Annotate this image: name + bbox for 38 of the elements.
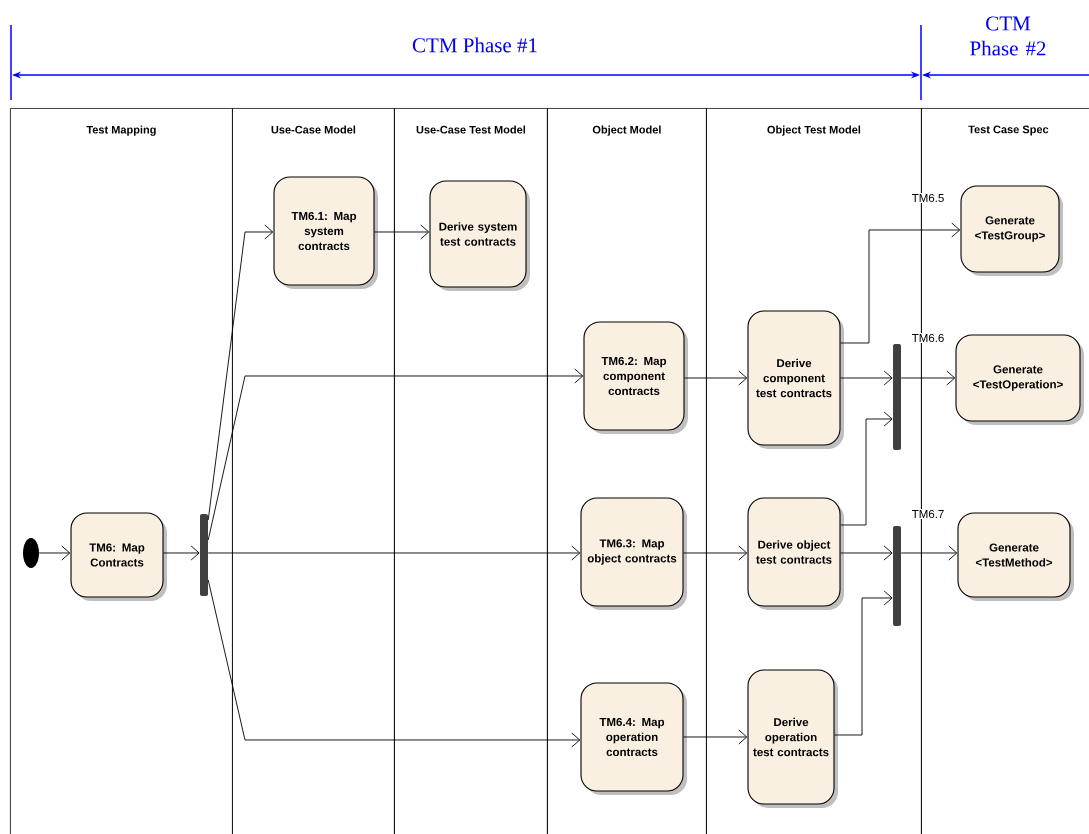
edge-label: TM6.5 [910, 192, 946, 204]
step-label: TM6.6 [910, 332, 946, 344]
phase-label: CTM Phase #1 [412, 37, 537, 53]
action-box: Derive operation test contracts [747, 669, 838, 808]
arrow [207, 579, 581, 748]
action-box: Derive object test contracts [747, 497, 844, 610]
arrow [207, 368, 584, 541]
arrow [684, 370, 748, 386]
action-box: Generate <TestGroup> [960, 185, 1063, 276]
action-box: Derive component test contracts [747, 310, 844, 449]
action-box: TM6.4: Map operation contracts [580, 682, 687, 795]
action-box: TM6: Map Contracts [70, 512, 167, 601]
arrow [207, 545, 581, 561]
action-box: TM6.2: Map component contracts [583, 321, 688, 434]
arrow [840, 411, 893, 526]
arrow [840, 222, 961, 344]
arrow [683, 729, 748, 745]
action-box: TM6.1: Map system contracts [273, 176, 378, 289]
start-node [23, 538, 39, 568]
arrow [683, 545, 748, 561]
arrow [900, 370, 956, 386]
action-box: Generate <TestMethod> [957, 512, 1074, 601]
sync-bar [200, 514, 208, 596]
sync-bar [893, 344, 901, 450]
arrow [207, 224, 274, 521]
arrow [840, 370, 893, 386]
action-box: Derive system test contracts [429, 180, 530, 291]
arrow [163, 545, 200, 561]
arrow [834, 590, 893, 736]
sync-bar [893, 526, 901, 626]
arrow [38, 545, 71, 561]
arrow [900, 545, 958, 561]
step-label: TM6.7 [910, 508, 946, 520]
phase-label: CTM Phase #2 [970, 16, 1046, 56]
action-box: TM6.3: Map object contracts [580, 497, 687, 610]
arrow [374, 224, 430, 240]
arrow [840, 545, 893, 561]
action-box: Generate <TestOperation> [955, 334, 1084, 425]
